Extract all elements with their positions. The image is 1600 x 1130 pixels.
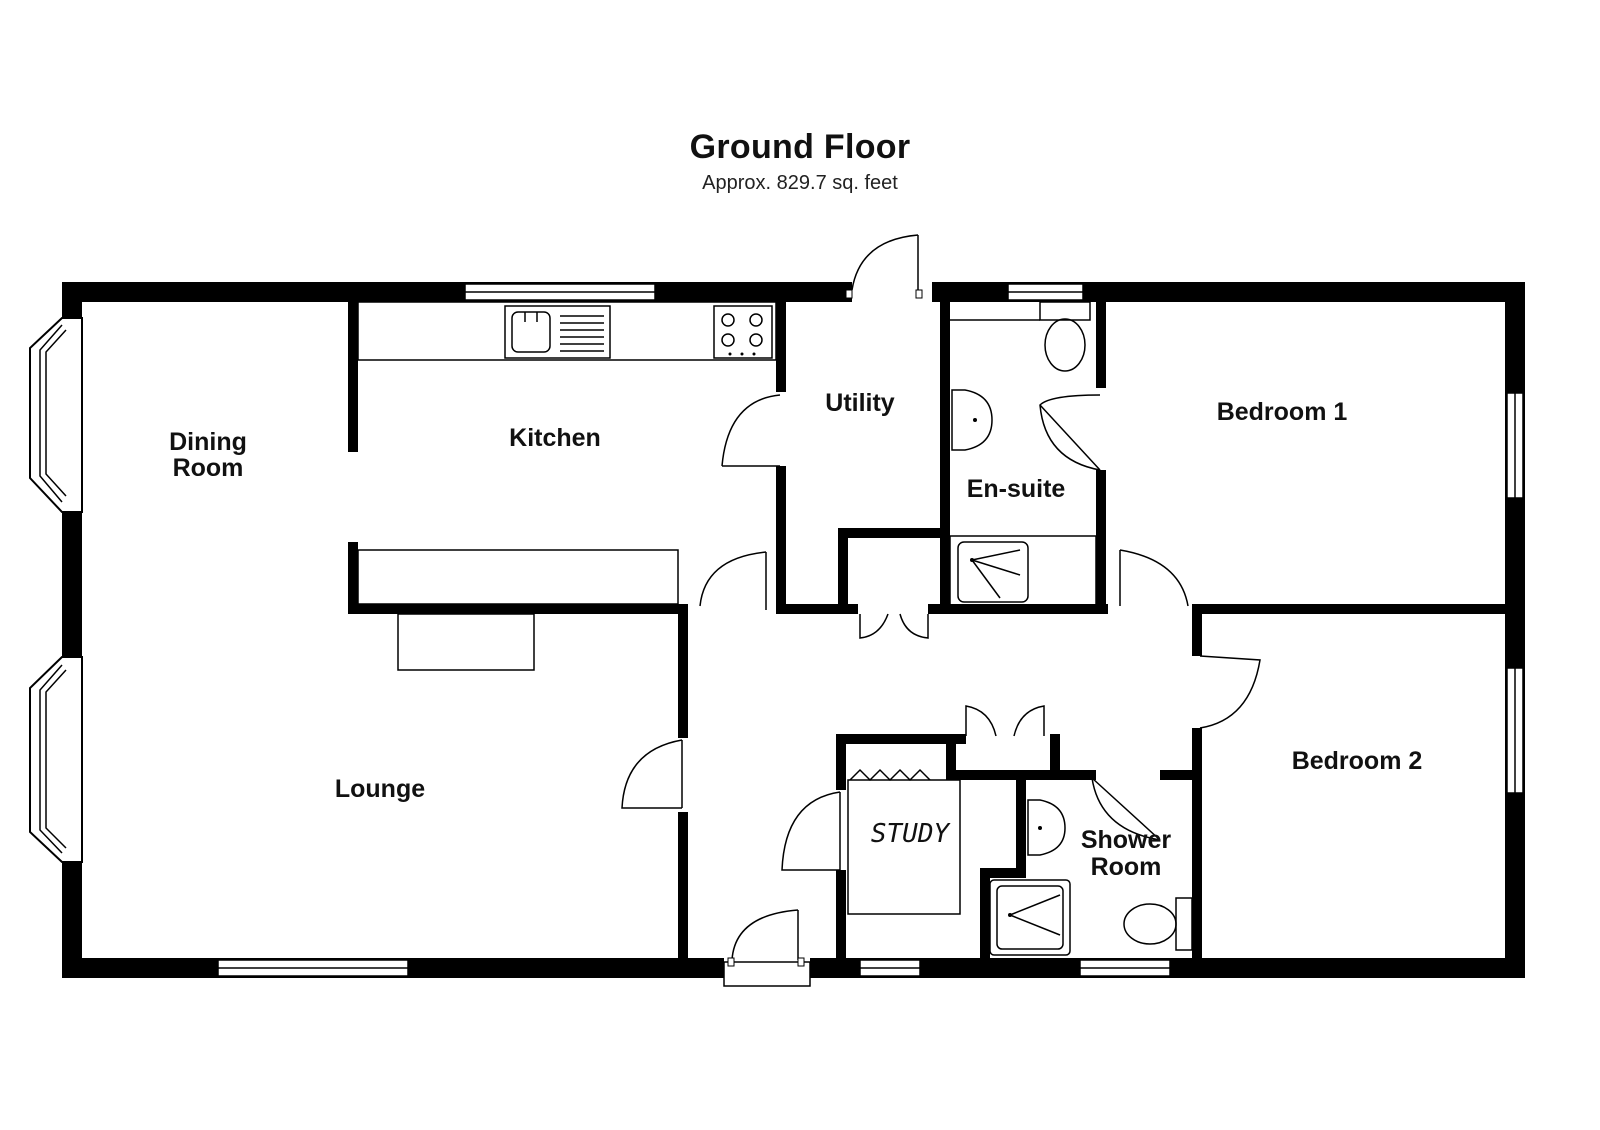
interior-walls <box>348 302 1515 958</box>
plan-area: Approx. 829.7 sq. feet <box>702 172 898 194</box>
kitchen-fittings <box>357 301 777 671</box>
bathroom-fittings <box>847 301 1193 956</box>
label-dining-1: Dining <box>169 428 247 456</box>
label-shower-2: Room <box>1091 853 1162 881</box>
label-ensuite: En-suite <box>967 475 1066 503</box>
doors <box>621 234 1261 987</box>
label-lounge: Lounge <box>335 775 425 803</box>
bay-windows <box>29 302 83 958</box>
label-study: STUDY <box>871 819 952 849</box>
exterior-walls <box>62 282 1525 978</box>
label-kitchen: Kitchen <box>509 424 601 452</box>
windows <box>217 283 1524 977</box>
label-bedroom1: Bedroom 1 <box>1217 398 1348 426</box>
plan-title: Ground Floor <box>689 128 911 166</box>
label-bedroom2: Bedroom 2 <box>1292 747 1423 775</box>
room-labels: Dining Room Kitchen Utility En-suite Bed… <box>169 389 1422 881</box>
label-utility: Utility <box>825 389 895 417</box>
label-shower-1: Shower <box>1081 826 1172 854</box>
label-dining-2: Room <box>173 454 244 482</box>
